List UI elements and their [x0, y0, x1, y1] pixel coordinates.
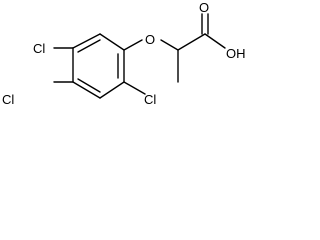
ring-bond-bottom-right — [99, 81, 125, 99]
ring-bond-top-right — [99, 33, 125, 51]
bond-carboxyl-oh — [204, 33, 226, 49]
ring-bond-bottom-left-inner — [77, 78, 101, 93]
ring-bond-bottom-left — [72, 81, 101, 99]
ring-bond-top — [72, 33, 101, 49]
chlorine-label-bottom-left: Cl — [2, 92, 14, 107]
ring-bond-top-inner — [77, 39, 101, 53]
structure-diagram: Cl Cl Cl O O OH — [2, 0, 246, 107]
bond-ring-oxygen — [123, 39, 143, 51]
ether-oxygen-label: O — [145, 32, 155, 47]
bond-oxygen-ch — [160, 39, 179, 51]
carbonyl-oxygen-label: O — [199, 0, 209, 15]
hydroxyl-label: OH — [226, 46, 246, 61]
benzene-ring — [72, 33, 125, 99]
chlorine-label-bottom-right: Cl — [144, 92, 156, 107]
chlorine-label-top-left: Cl — [33, 41, 45, 56]
bond-ch-carboxyl — [177, 33, 206, 51]
bond-cl-right — [123, 81, 146, 95]
